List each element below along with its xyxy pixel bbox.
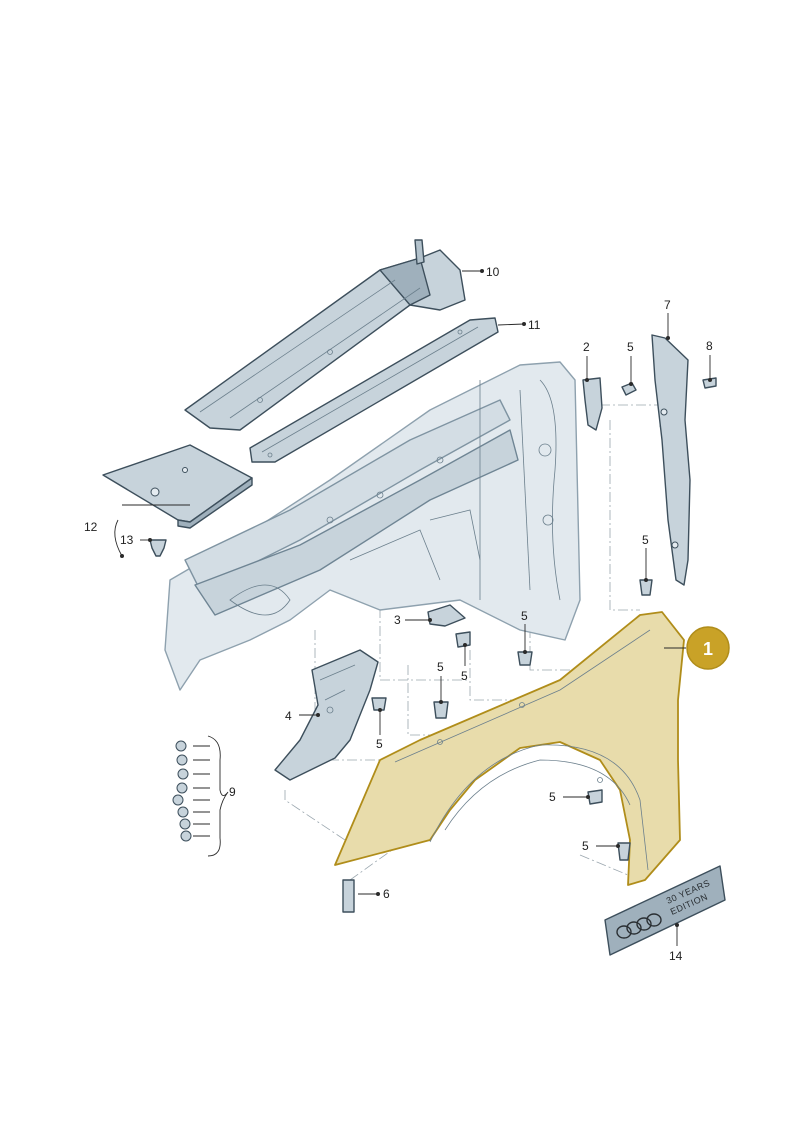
badge-circle [686,626,730,670]
callout-5-d: 5 [521,609,528,623]
callout-9: 9 [229,785,236,799]
callout-6: 6 [383,887,390,901]
rings-logo [616,913,662,939]
part-8-clip [702,377,717,389]
callout-7: 7 [664,298,671,312]
screw-set-9 [172,740,192,842]
part-2-bracket [582,377,603,431]
callout-5-f: 5 [376,737,383,751]
callout-10: 10 [486,265,500,279]
stud-6 [342,879,355,913]
callout-5-g: 5 [549,790,556,804]
callout-8: 8 [706,339,713,353]
callout-5-b: 5 [642,533,649,547]
callout-labels: 10 11 2 5 7 8 12 13 5 3 5 5 5 4 5 9 5 5 … [84,265,713,963]
bolt-5-d [517,651,533,666]
callout-12: 12 [84,520,98,534]
bolt-5-c [455,631,471,648]
part-13-clip [149,539,167,557]
bolt-5-b [639,579,653,596]
part-12-pad [102,444,253,529]
callout-2: 2 [583,340,590,354]
bolt-5-a [621,382,637,396]
callout-3: 3 [394,613,401,627]
callout-13: 13 [120,533,134,547]
part-10-cover [184,239,466,431]
highlight-badge: 1 [686,626,730,670]
callout-14: 14 [669,949,683,963]
callout-11: 11 [528,318,541,332]
part-1-fender [334,611,685,886]
part-11-strip [249,317,499,463]
callout-4: 4 [285,709,292,723]
leader-lines [114,269,712,946]
callout-5-e: 5 [437,660,444,674]
callout-5-c: 5 [461,669,468,683]
fasteners [172,382,653,913]
badge-label: 1 [703,639,713,659]
bolt-5-e [433,701,449,719]
callout-5-h: 5 [582,839,589,853]
part-7-seal [651,334,691,586]
part-4-support [274,649,379,781]
part-14-emblem: 30 YEARS EDITION [604,865,726,956]
callout-5-a: 5 [627,340,634,354]
body-structure [164,361,581,691]
bolt-5-f [371,697,387,711]
bolt-5-g [587,789,603,805]
part-3-bracket [427,604,466,627]
bolt-5-h [617,842,631,861]
